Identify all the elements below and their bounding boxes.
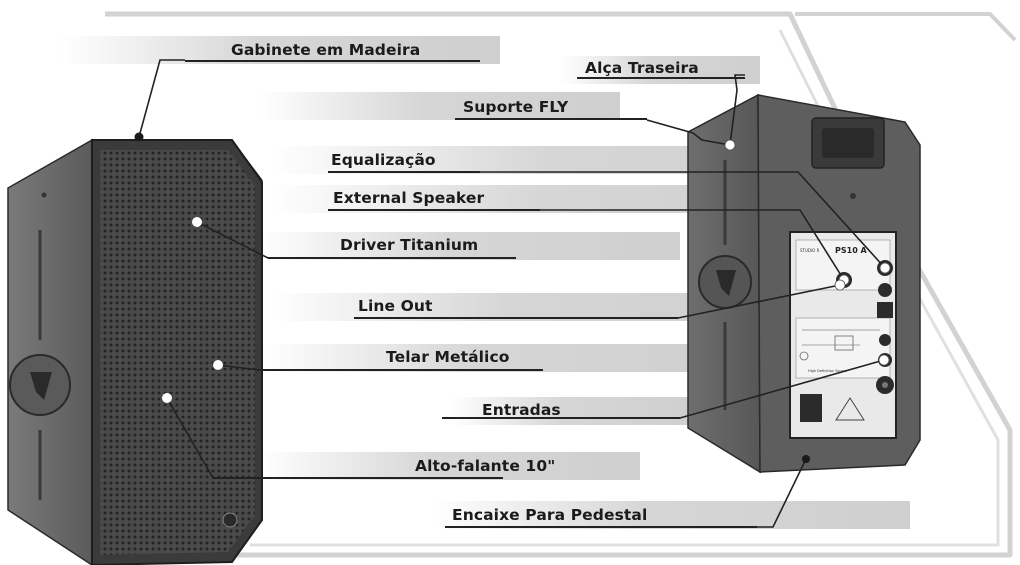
label-underline	[185, 60, 480, 62]
label-equalizacao: Equalização	[331, 151, 436, 169]
label-driver: Driver Titanium	[340, 236, 479, 254]
label-underline	[442, 417, 680, 419]
leader-dots	[134, 132, 891, 463]
label-lineout: Line Out	[358, 297, 433, 315]
label-suporte: Suporte FLY	[463, 98, 569, 116]
panel-caption: High Definition Sound	[808, 369, 846, 373]
label-external: External Speaker	[333, 189, 485, 207]
label-underline	[577, 77, 745, 79]
label-underline	[213, 477, 503, 479]
label-band	[260, 344, 740, 372]
label-band	[430, 501, 910, 529]
label-encaixe: Encaixe Para Pedestal	[452, 506, 648, 524]
label-band	[450, 397, 700, 425]
label-telar: Telar Metálico	[386, 348, 510, 366]
label-alca: Alça Traseira	[585, 59, 699, 77]
label-entradas: Entradas	[482, 401, 561, 419]
label-underline	[354, 317, 678, 319]
panel-model: PS10 A	[835, 246, 868, 255]
label-underline	[268, 257, 516, 259]
label-underline	[260, 369, 543, 371]
front-speaker	[7, 138, 263, 565]
label-band	[260, 232, 680, 260]
label-underline	[328, 209, 540, 211]
label-underline	[455, 118, 647, 120]
label-band	[260, 92, 620, 120]
rear-speaker	[687, 93, 921, 474]
label-underline	[445, 526, 757, 528]
label-band	[60, 36, 500, 64]
panel-series: STUDIO R	[800, 248, 820, 253]
label-gabinete: Gabinete em Madeira	[231, 41, 421, 59]
label-band	[260, 452, 640, 480]
label-underline	[328, 171, 480, 173]
label-band	[560, 56, 760, 84]
label-altofalante: Alto-falante 10"	[415, 457, 556, 475]
frame-outline	[105, 11, 1017, 558]
